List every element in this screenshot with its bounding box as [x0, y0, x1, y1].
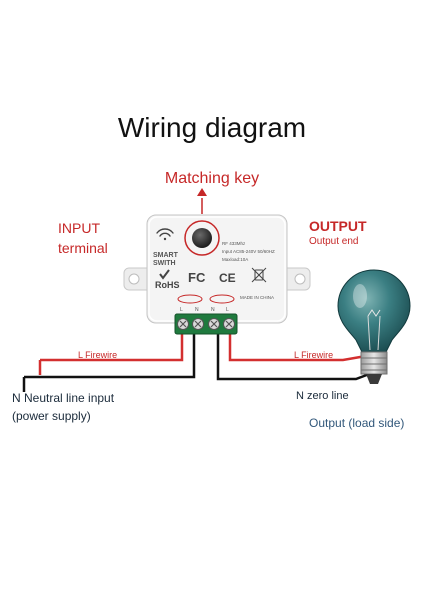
- wire-left-neutral: [22, 334, 196, 392]
- right-firewire-label: L Firewire: [294, 350, 334, 360]
- terminal-label-4: L: [226, 307, 229, 313]
- check-mark-icon: [159, 269, 170, 280]
- diagram-title: Wiring diagram: [117, 112, 307, 143]
- light-bulb-icon: [337, 269, 411, 384]
- weee-bin-icon: [251, 267, 267, 283]
- left-firewire-label: L Firewire: [78, 350, 118, 360]
- input-terminal-marker: [177, 294, 203, 304]
- wifi-icon: [156, 228, 174, 241]
- rohs-mark: RoHS: [155, 280, 180, 290]
- terminal-label-1: L: [180, 307, 183, 313]
- device-brand-line1: SMART: [153, 252, 179, 259]
- matching-key-label: Matching key: [164, 170, 260, 187]
- device-brand-line2: SWITH: [153, 260, 176, 267]
- input-label-line1: INPUT: [58, 220, 100, 236]
- output-terminal-marker: [209, 294, 235, 304]
- terminal-block: [174, 313, 238, 335]
- output-label: OUTPUT: [309, 218, 367, 234]
- ce-mark: CE: [219, 271, 236, 285]
- fc-mark: FC: [188, 270, 206, 285]
- input-label-line2: terminal: [58, 240, 108, 256]
- neutral-input-line1: N Neutral line input: [12, 391, 115, 405]
- wire-right-live: [228, 334, 367, 362]
- neutral-input-label: N Neutral line input (power supply): [12, 389, 114, 425]
- neutral-zero-label: N zero line: [296, 390, 349, 402]
- matching-key-arrow: [184, 188, 220, 256]
- terminal-label-3: N: [211, 307, 215, 313]
- wire-right-neutral: [216, 334, 373, 381]
- output-end-label: Output end: [309, 236, 359, 247]
- device-spec-maxload: Maxload:10A: [222, 257, 248, 262]
- input-terminal-label: INPUT terminal: [58, 218, 108, 258]
- output-load-label: Output (load side): [309, 416, 405, 430]
- terminal-screw-3: [208, 318, 220, 330]
- terminal-screw-1: [177, 318, 189, 330]
- terminal-screw-2: [192, 318, 204, 330]
- terminal-label-2: N: [195, 307, 199, 313]
- device-made-in: MADE IN CHINA: [240, 295, 274, 300]
- matching-key-button[interactable]: [192, 228, 212, 248]
- device-spec-rf: RF 433Mhz: [222, 241, 246, 246]
- terminal-screw-4: [223, 318, 235, 330]
- device-spec-input: Input AC85-240V 50/60HZ: [222, 249, 275, 254]
- wire-left-live: [38, 334, 184, 375]
- neutral-input-line2: (power supply): [12, 409, 91, 423]
